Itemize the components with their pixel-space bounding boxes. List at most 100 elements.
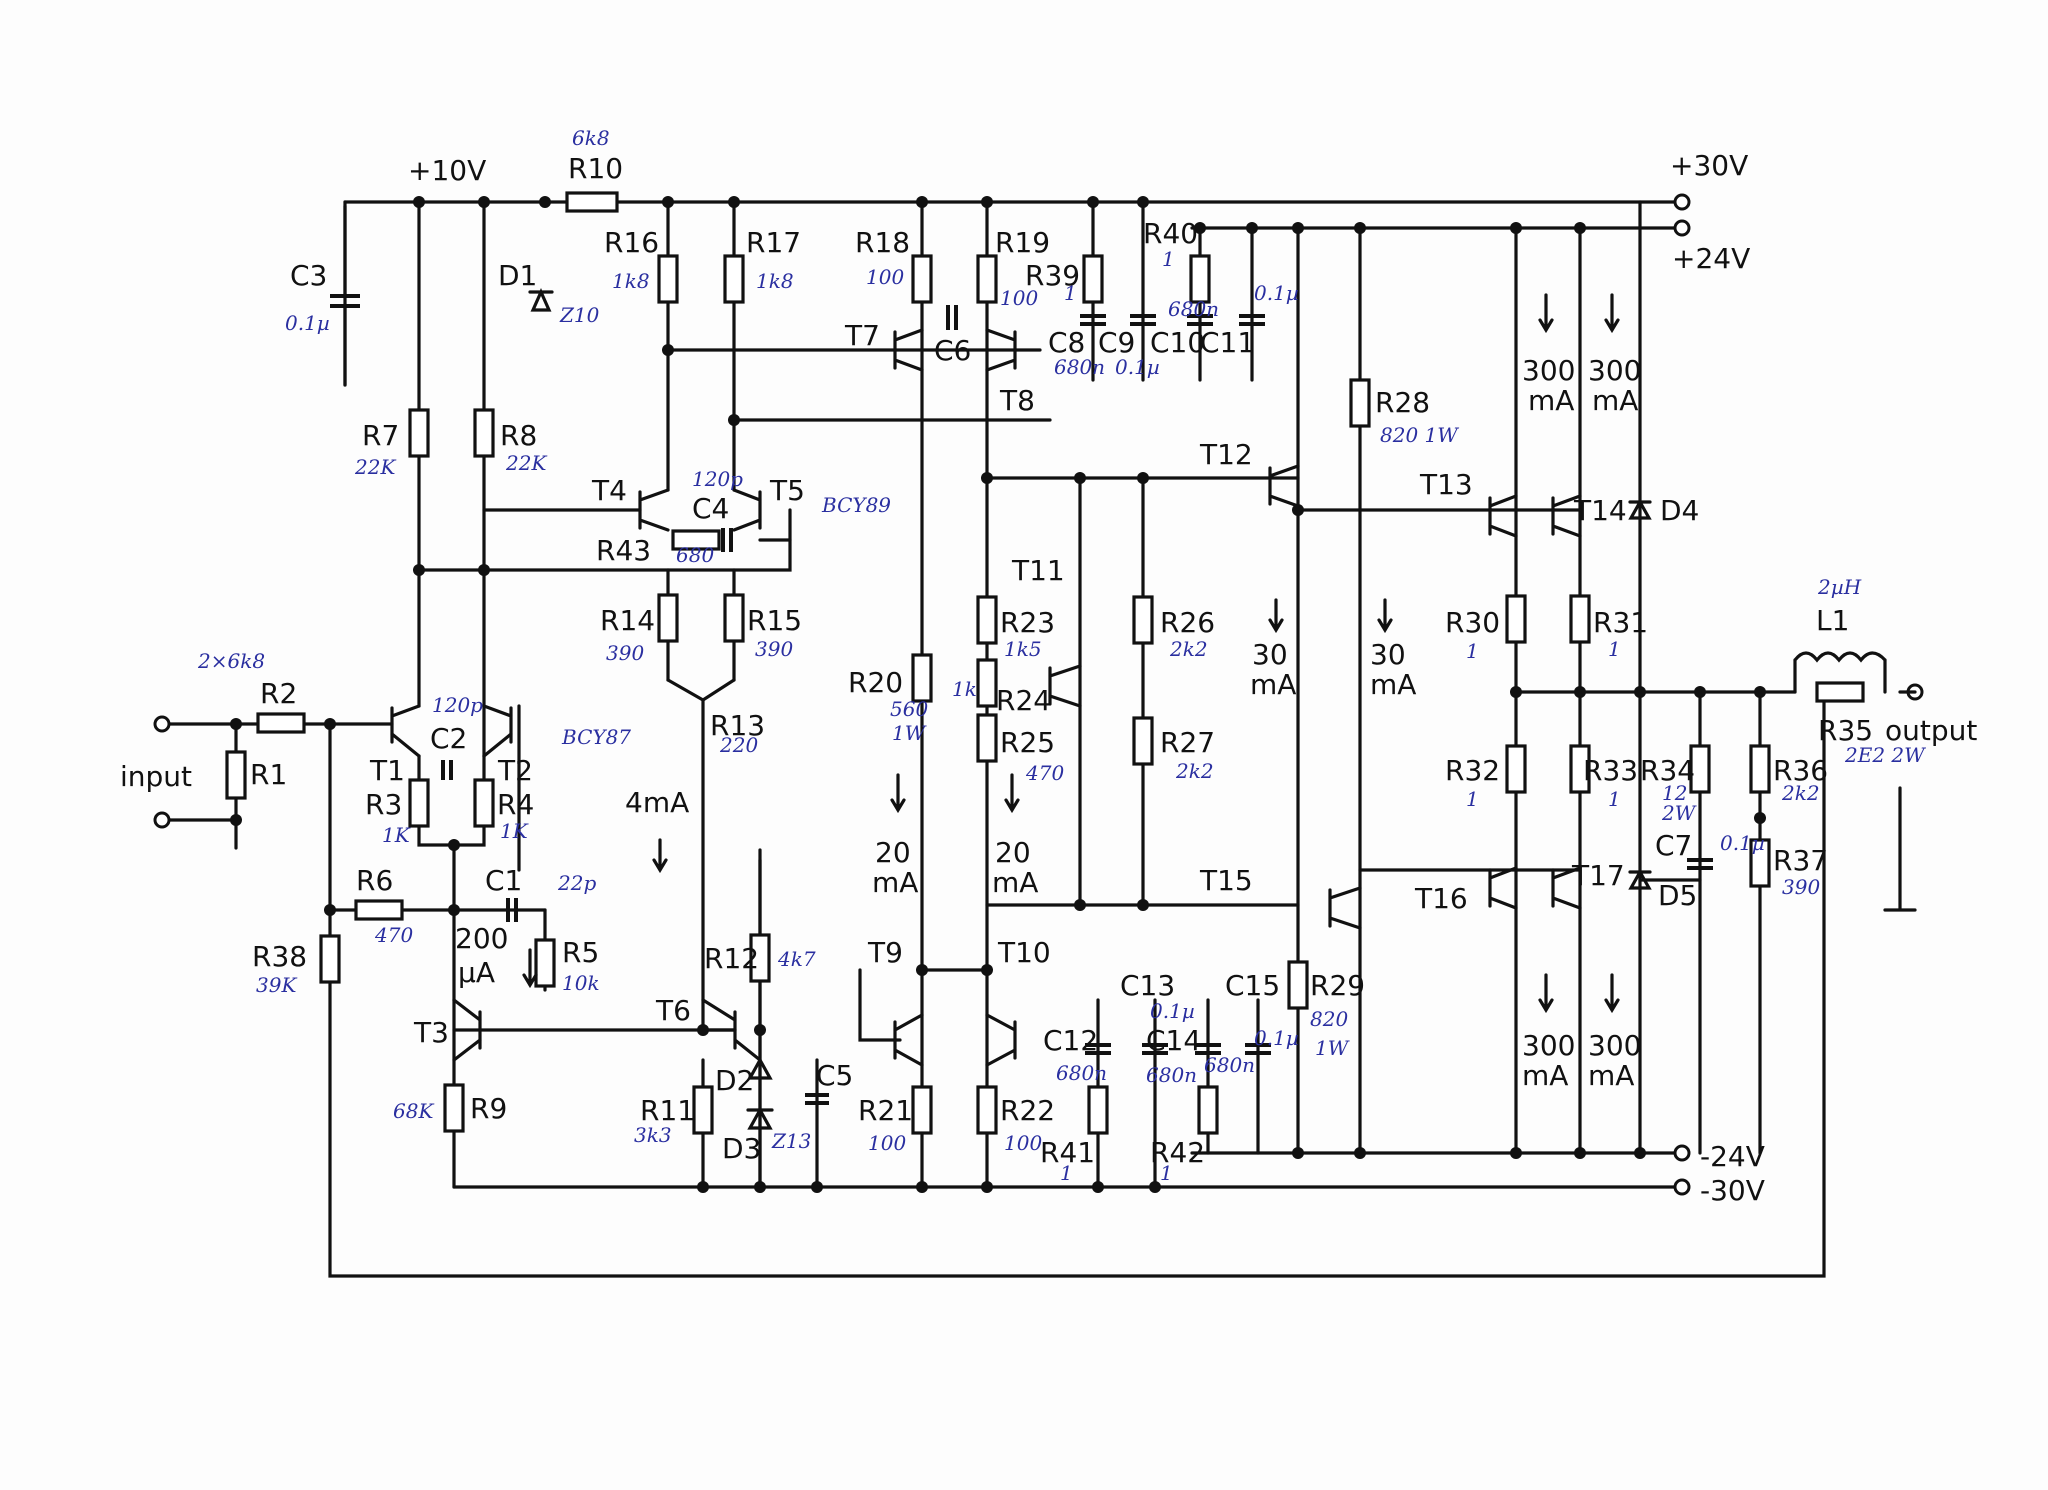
resistor-R10: [565, 191, 619, 213]
label-C13: C13: [1120, 969, 1175, 1002]
capacitor-C2: [441, 760, 453, 780]
handwritten-annotations: 6k8 Z10 0.1µ 1k8 1k8 100 100 1 680n 0.1µ…: [197, 126, 1926, 1185]
label-R38: R38: [252, 940, 307, 973]
current-label-30-right: 30: [1370, 638, 1406, 671]
capacitor-C6: [946, 305, 958, 330]
resistor-R1: [225, 750, 247, 800]
resistor-R15: [723, 593, 745, 643]
rail-label-minus24v: -24V: [1700, 1140, 1765, 1173]
note-C4: 120p: [692, 467, 743, 491]
note-R12: 4k7: [777, 947, 816, 971]
current-label-20-left: 20: [875, 836, 911, 869]
label-T1: T1: [369, 754, 405, 787]
capacitor-C8: [1080, 314, 1106, 326]
label-R14: R14: [600, 604, 655, 637]
resistor-R40: [1189, 254, 1211, 304]
capacitors: [330, 204, 1713, 1105]
note-R4: 1K: [500, 819, 529, 843]
zener-D3: [746, 1106, 774, 1130]
note-D1: Z10: [559, 303, 600, 327]
label-T6: T6: [655, 994, 691, 1027]
label-T8: T8: [999, 384, 1035, 417]
note-R35: 2E2 2W: [1844, 743, 1926, 767]
note-R39: 1: [1064, 281, 1077, 305]
label-T10: T10: [997, 936, 1051, 969]
note-R26: 2k2: [1169, 637, 1208, 661]
resistor-R30: [1505, 594, 1527, 644]
label-R25: R25: [1000, 726, 1055, 759]
resistor-R41: [1087, 1085, 1109, 1135]
resistor-R17: [723, 254, 745, 304]
note-R37: 390: [1782, 875, 1820, 899]
label-T7: T7: [844, 319, 880, 352]
label-R37: R37: [1773, 844, 1828, 877]
label-T15: T15: [1199, 864, 1253, 897]
diode-D4: [1628, 498, 1652, 520]
label-T11: T11: [1011, 554, 1065, 587]
note-C8: 680n: [1054, 355, 1105, 379]
label-R40: R40: [1143, 217, 1198, 250]
note-R33: 1: [1608, 787, 1621, 811]
resistor-R43: [671, 529, 721, 551]
resistor-R7: [408, 408, 430, 458]
label-D1: D1: [498, 259, 537, 292]
label-T17: T17: [1571, 859, 1625, 892]
transistor-T3: [452, 998, 482, 1062]
resistor-R31: [1569, 594, 1591, 644]
label-R20: R20: [848, 666, 903, 699]
label-R12: R12: [704, 942, 759, 975]
capacitor-C1: [506, 898, 518, 922]
transistor-T9: [893, 1013, 924, 1067]
label-C9: C9: [1098, 326, 1135, 359]
rail-label-minus30v: -30V: [1700, 1174, 1765, 1207]
current-label-mA-300-d: mA: [1588, 1059, 1634, 1092]
capacitor-C15: [1245, 1043, 1271, 1055]
resistor-R16: [657, 254, 679, 304]
note-R28: 820 1W: [1380, 423, 1459, 447]
transistor-T2: [482, 704, 513, 758]
transistor-T1: [390, 704, 421, 758]
note-L1: 2µH: [1817, 575, 1862, 599]
note-R20-power: 1W: [892, 721, 927, 745]
resistor-R2: [256, 712, 306, 734]
note-R9: 68K: [393, 1099, 434, 1123]
capacitor-C4: [721, 528, 733, 552]
resistor-R6: [354, 899, 404, 921]
label-T9: T9: [867, 936, 903, 969]
transistor-T16: [1488, 866, 1518, 910]
label-R39: R39: [1025, 259, 1080, 292]
capacitor-C7: [1687, 858, 1713, 870]
note-R16: 1k8: [612, 269, 650, 293]
resistor-R32: [1505, 744, 1527, 794]
transistor-T7: [893, 328, 924, 372]
resistor-R37: [1749, 838, 1771, 888]
note-R36: 2k2: [1781, 781, 1820, 805]
note-R27: 2k2: [1175, 759, 1214, 783]
resistor-R11: [692, 1085, 714, 1135]
current-label-mA-30-right: mA: [1370, 668, 1416, 701]
resistor-R33: [1569, 744, 1591, 794]
label-R19: R19: [995, 226, 1050, 259]
rail-label-plus30v: +30V: [1670, 149, 1748, 182]
note-R38: 39K: [256, 973, 297, 997]
output-label: output: [1885, 714, 1977, 747]
label-R22: R22: [1000, 1094, 1055, 1127]
resistor-R5: [534, 938, 556, 988]
note-R10: 6k8: [572, 126, 610, 150]
terminal-minus30v: [1673, 1178, 1691, 1196]
label-R13: R13: [710, 709, 765, 742]
label-R26: R26: [1160, 606, 1215, 639]
transistor-T6: [701, 998, 762, 1062]
input-label: input: [120, 760, 192, 793]
rail-label-plus10v: +10V: [408, 154, 486, 187]
transistor-T5: [732, 488, 762, 532]
label-T16: T16: [1414, 882, 1468, 915]
label-R18: R18: [855, 226, 910, 259]
note-R30: 1: [1466, 639, 1479, 663]
current-label-20-right: 20: [995, 836, 1031, 869]
note-R17: 1k8: [756, 269, 794, 293]
resistor-R14: [657, 593, 679, 643]
note-R41: 1: [1060, 1161, 1073, 1185]
label-R35: R35: [1818, 714, 1873, 747]
printed-labels: +10V +30V +24V -24V -30V input output R1…: [120, 149, 1977, 1207]
